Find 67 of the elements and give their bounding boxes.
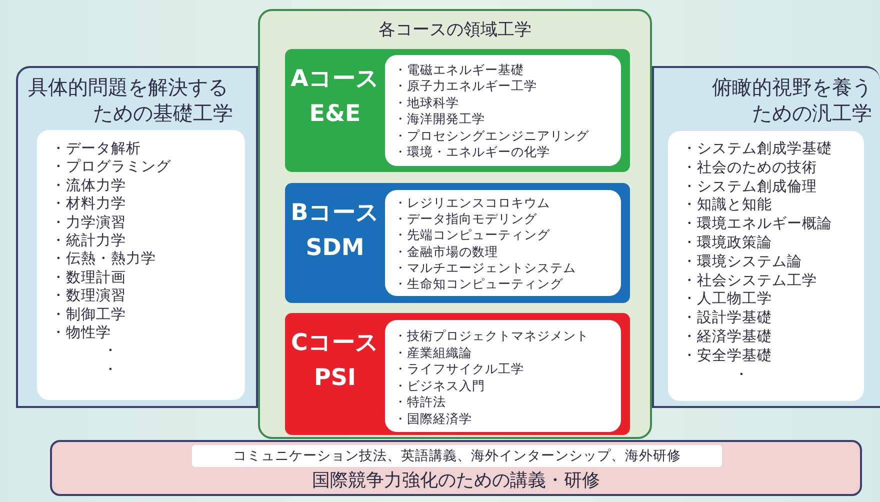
list-item: ・ライフサイクル工学: [394, 361, 524, 378]
list-item: ・生命知コンピューティング: [394, 276, 563, 292]
course-strip: コミュニケーション技法、英語講義、海外インターンシップ、海外研修: [192, 445, 722, 467]
list-box: [385, 55, 621, 166]
list-item: ・: [103, 360, 118, 380]
list-box: [385, 190, 621, 296]
list-item: ・制御工学: [51, 306, 126, 324]
list-item: ・先端コンピューティング: [394, 227, 550, 244]
list-box: [37, 130, 245, 400]
list-item: ・産業組織論: [394, 344, 472, 362]
course-box: [285, 49, 630, 172]
list-item: ・地球科学: [394, 94, 459, 112]
list-item: ・流体力学: [51, 176, 126, 196]
list-item: ・ビジネス入門: [394, 378, 485, 394]
list-item: ・原子力エネルギー工学: [394, 78, 537, 95]
list-item: ・環境・エネルギーの化学: [394, 144, 550, 160]
panel: [16, 66, 258, 408]
list-item: ・安全学基礎: [682, 346, 772, 366]
panel-heading: 俯瞰的視野を養うための汎工学: [711, 74, 872, 126]
course-label: Cコース: [290, 329, 380, 358]
panel: [50, 440, 862, 496]
course-label: PSI: [313, 365, 357, 391]
list-item: ・数理演習: [51, 287, 126, 306]
list-item: ・データ解析: [51, 140, 141, 158]
list-item: ・環境エネルギー概論: [682, 215, 832, 234]
list-item: ・プログラミング: [51, 158, 171, 177]
list-item: ・知識と知能: [682, 196, 772, 216]
list-item: ・環境システム論: [682, 252, 802, 272]
list-item: ・物性学: [51, 324, 111, 342]
list-box: [668, 131, 864, 401]
list-item: ・マルチエージェントシステム: [394, 260, 576, 276]
panel: [258, 9, 652, 439]
list-item: ・レジリエンスコロキウム: [394, 195, 550, 212]
list-item: ・伝熱・熱力学: [51, 250, 156, 269]
course-box: [285, 313, 630, 435]
list-item: ・システム創成学基礎: [682, 140, 832, 159]
list-item: ・力学演習: [51, 214, 126, 232]
list-item: ・金融市場の数理: [394, 244, 498, 260]
list-item: ・特許法: [394, 394, 446, 411]
list-item: ・社会のための技術: [682, 158, 817, 178]
list-box: [385, 320, 621, 432]
course-box: [285, 183, 630, 303]
course-label: Aコース: [290, 65, 380, 94]
list-item: ・: [103, 342, 118, 361]
course-label: Bコース: [290, 199, 380, 228]
list-item: ・統計力学: [51, 232, 126, 250]
list-item: ・システム創成倫理: [682, 178, 817, 196]
list-item: ・電磁エネルギー基礎: [394, 62, 524, 78]
list-item: ・設計学基礎: [682, 309, 772, 328]
panel-heading: 各コースの領域工学: [378, 19, 532, 41]
list-item: ・社会システム工学: [682, 272, 817, 290]
list-item: ・プロセシングエンジニアリング: [394, 128, 589, 144]
list-item: ・: [734, 366, 749, 384]
list-item: ・材料力学: [51, 195, 126, 214]
list-item: ・数理計画: [51, 268, 126, 288]
list-item: ・技術プロジェクトマネジメント: [394, 328, 589, 345]
list-item: ・データ指向モデリング: [394, 211, 537, 228]
course-label: SDM: [304, 235, 366, 261]
list-item: ・人工物工学: [682, 290, 772, 310]
panel-heading: 具体的問題を解決するための基礎工学: [28, 74, 233, 126]
list-item: ・環境政策論: [682, 234, 772, 253]
list-item: ・海洋開発工学: [394, 111, 485, 128]
list-item: ・国際経済学: [394, 410, 472, 428]
list-item: ・経済学基礎: [682, 328, 772, 347]
panel-heading: 国際競争力強化のための講義・研修: [311, 469, 601, 492]
course-label: E&E: [308, 101, 362, 127]
panel: [652, 66, 880, 408]
